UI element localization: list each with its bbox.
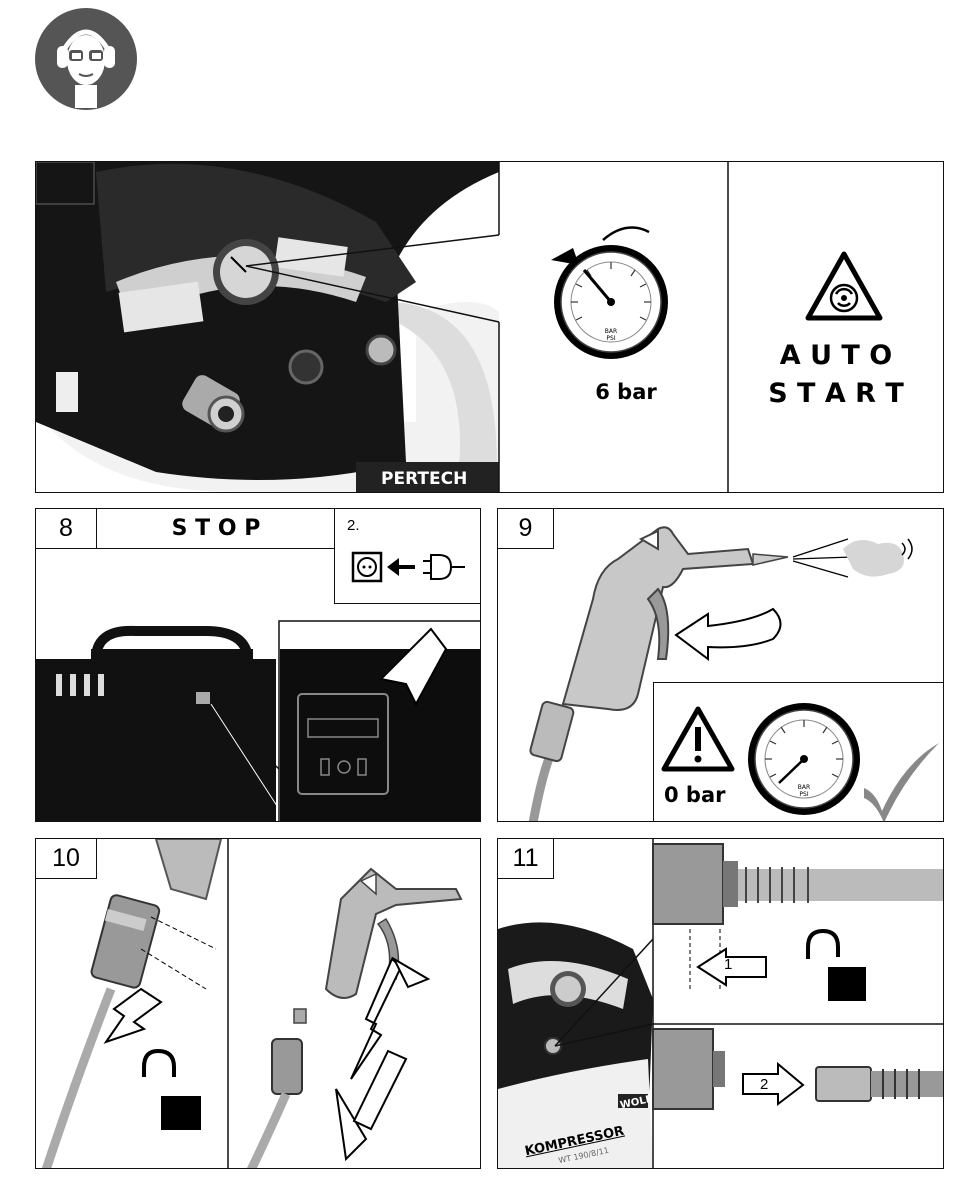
- gauge-value-label: 0 bar: [664, 783, 726, 807]
- arrow-2-label: 2: [760, 1076, 769, 1093]
- autostart-line-2: S T A R T: [768, 378, 904, 409]
- disconnect-gun-illustration: [41, 839, 463, 1168]
- step-number: 10: [36, 839, 97, 879]
- step-number: 11: [498, 839, 554, 879]
- svg-text:PSI: PSI: [606, 335, 615, 342]
- zero-pressure-inset: BAR PSI 0 bar: [653, 682, 943, 821]
- svg-text:BAR: BAR: [798, 784, 810, 791]
- compressor-photo: PERTECH: [36, 162, 499, 492]
- panel-7-autostart: PERTECH BAR: [35, 161, 944, 493]
- unplug-from-socket-icon: [351, 551, 465, 583]
- checkmark-icon: [864, 743, 939, 821]
- gauge-value-label: 6 bar: [595, 380, 657, 404]
- arrow-left-icon: [696, 947, 767, 987]
- arrow-right-icon: [742, 1061, 805, 1107]
- stop-title: S T O P: [171, 516, 261, 541]
- disconnect-hose-illustration: [498, 839, 943, 1168]
- unplug-instruction-box: 2.: [334, 509, 480, 604]
- panel-11-disconnect-hose: 11 1 2: [497, 838, 944, 1169]
- step-number: 8: [36, 509, 97, 549]
- zoom-callout-lines: [245, 162, 729, 492]
- panel-8-stop: 8 S T O P 2.: [35, 508, 481, 822]
- autostart-line-1: A U T O: [779, 340, 893, 371]
- unlock-icon: [828, 967, 866, 1001]
- compressor-switch-photo: [36, 620, 480, 821]
- svg-text:BAR: BAR: [605, 328, 617, 335]
- ear-and-eye-protection-icon: [35, 8, 137, 110]
- unlock-icon: [161, 1096, 201, 1130]
- pressure-gauge-6-bar: BAR PSI: [551, 220, 676, 360]
- rotating-parts-warning-icon: [804, 250, 884, 322]
- step-2-label: 2.: [347, 517, 360, 534]
- arrow-1-label: 1: [724, 956, 733, 973]
- svg-text:PSI: PSI: [799, 791, 808, 798]
- arrow-down-left-icon: [103, 987, 163, 1044]
- step-number: 9: [498, 509, 554, 549]
- blow-gun-illustration: [528, 526, 913, 821]
- panel-10-disconnect-gun: 10: [35, 838, 481, 1169]
- brand-text: PERTECH: [381, 469, 467, 489]
- panel-9-blow-out: 9: [497, 508, 944, 822]
- step-1-label: 1.: [396, 667, 409, 684]
